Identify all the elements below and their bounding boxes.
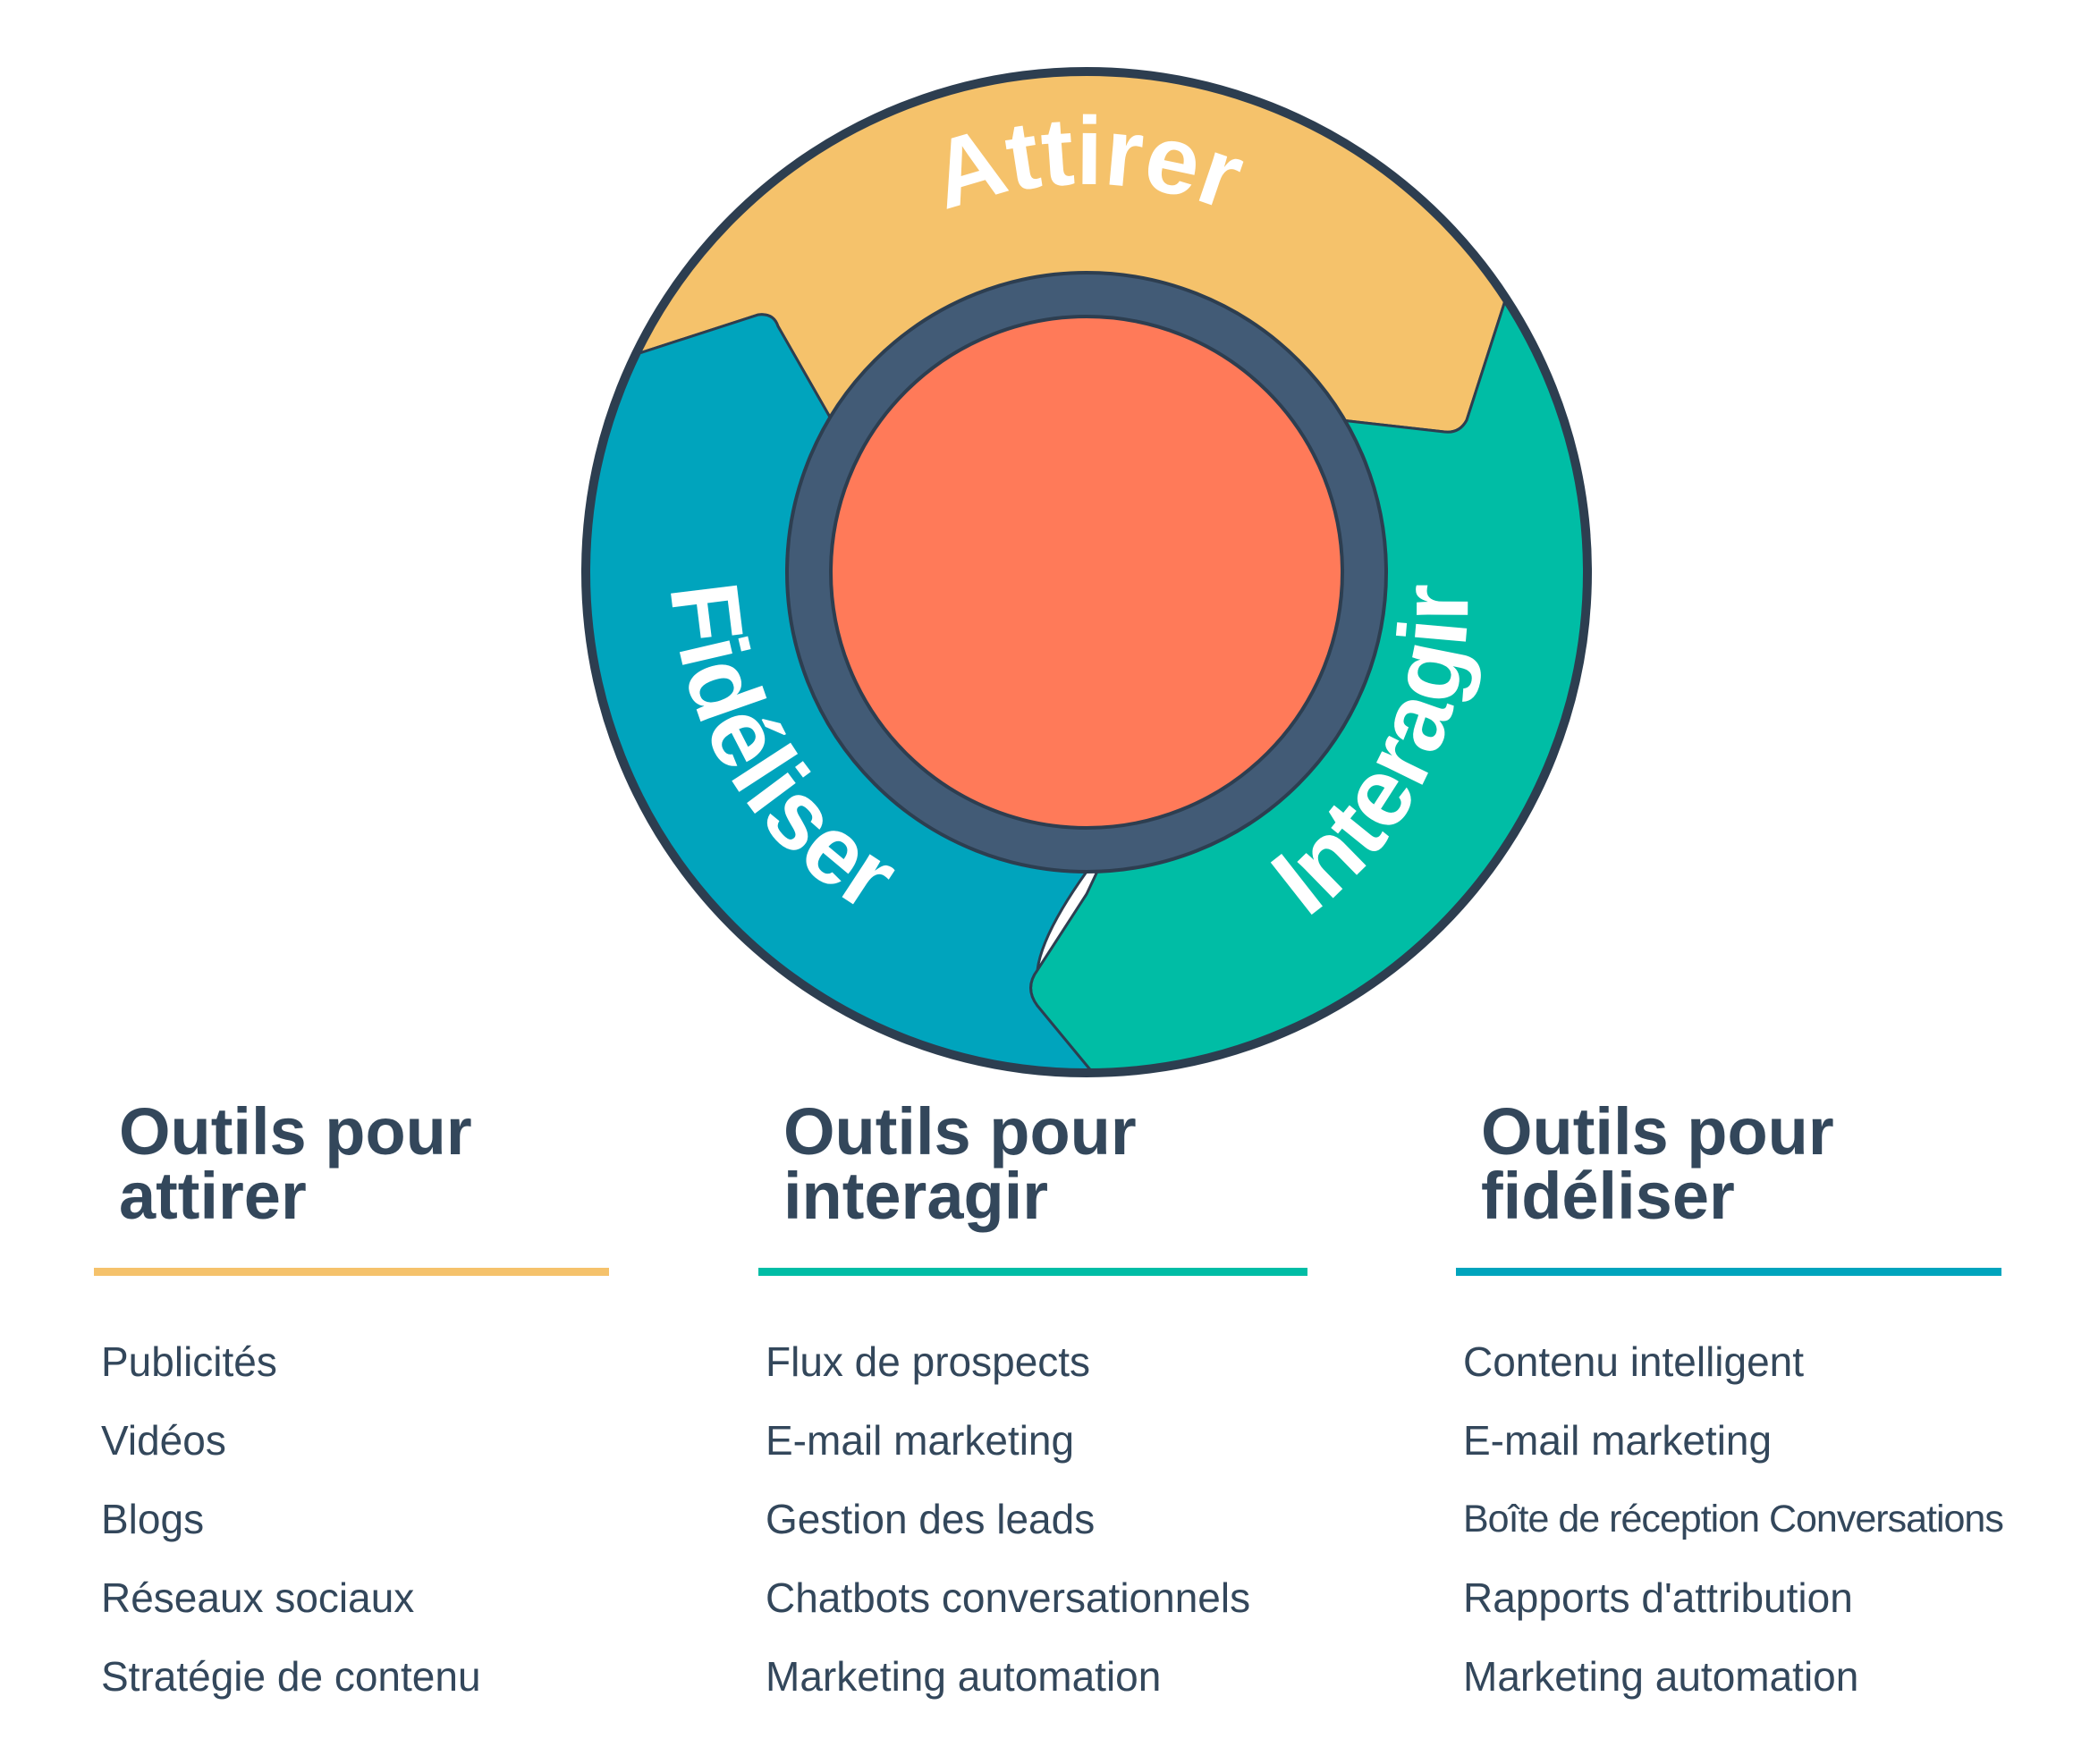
tool-list: Contenu intelligent E-mail marketing Boî…	[1463, 1322, 2082, 1716]
list-item: Boîte de réception Conversations	[1463, 1498, 2004, 1540]
list-item: Stratégie de contenu	[101, 1653, 481, 1700]
list-item: Chatbots conversationnels	[766, 1574, 1251, 1621]
column-title: Outils pour fidéliser	[1481, 1094, 2082, 1233]
column-title-line1: Outils pour	[119, 1094, 472, 1169]
column-title-line2: fidéliser	[1481, 1159, 1735, 1233]
column-rule	[94, 1268, 609, 1276]
column-title: Outils pour attirer	[119, 1094, 666, 1233]
list-item: Marketing automation	[766, 1653, 1162, 1700]
column-delight: Outils pour fidéliser Contenu intelligen…	[1456, 1094, 2082, 1716]
list-item: Blogs	[101, 1496, 205, 1542]
list-item: E-mail marketing	[766, 1417, 1075, 1464]
list-item: Marketing automation	[1463, 1653, 1859, 1700]
tool-list: Flux de prospects E-mail marketing Gesti…	[766, 1322, 1331, 1716]
column-engage: Outils pour interagir Flux de prospects …	[758, 1094, 1331, 1716]
column-title-line2: interagir	[783, 1159, 1049, 1233]
list-item: Réseaux sociaux	[101, 1574, 415, 1621]
list-item: E-mail marketing	[1463, 1417, 1773, 1464]
list-item: Contenu intelligent	[1463, 1338, 1805, 1385]
list-item: Gestion des leads	[766, 1496, 1096, 1542]
column-title-line1: Outils pour	[1481, 1094, 1834, 1169]
column-attract: Outils pour attirer Publicités Vidéos Bl…	[94, 1094, 666, 1716]
list-item: Flux de prospects	[766, 1338, 1091, 1385]
list-item: Vidéos	[101, 1417, 226, 1464]
outer-rim	[581, 67, 1592, 1077]
column-rule	[758, 1268, 1307, 1276]
tool-list: Publicités Vidéos Blogs Réseaux sociaux …	[101, 1322, 666, 1716]
core-circle	[829, 315, 1344, 830]
column-rule	[1456, 1268, 2001, 1276]
flywheel-diagram: Attirer Interagir Fidéliser	[581, 67, 1592, 1077]
column-title-line2: attirer	[119, 1159, 307, 1233]
list-item: Publicités	[101, 1338, 277, 1385]
list-item: Rapports d'attribution	[1463, 1574, 1853, 1621]
column-title-line1: Outils pour	[783, 1094, 1137, 1169]
column-title: Outils pour interagir	[783, 1094, 1331, 1233]
